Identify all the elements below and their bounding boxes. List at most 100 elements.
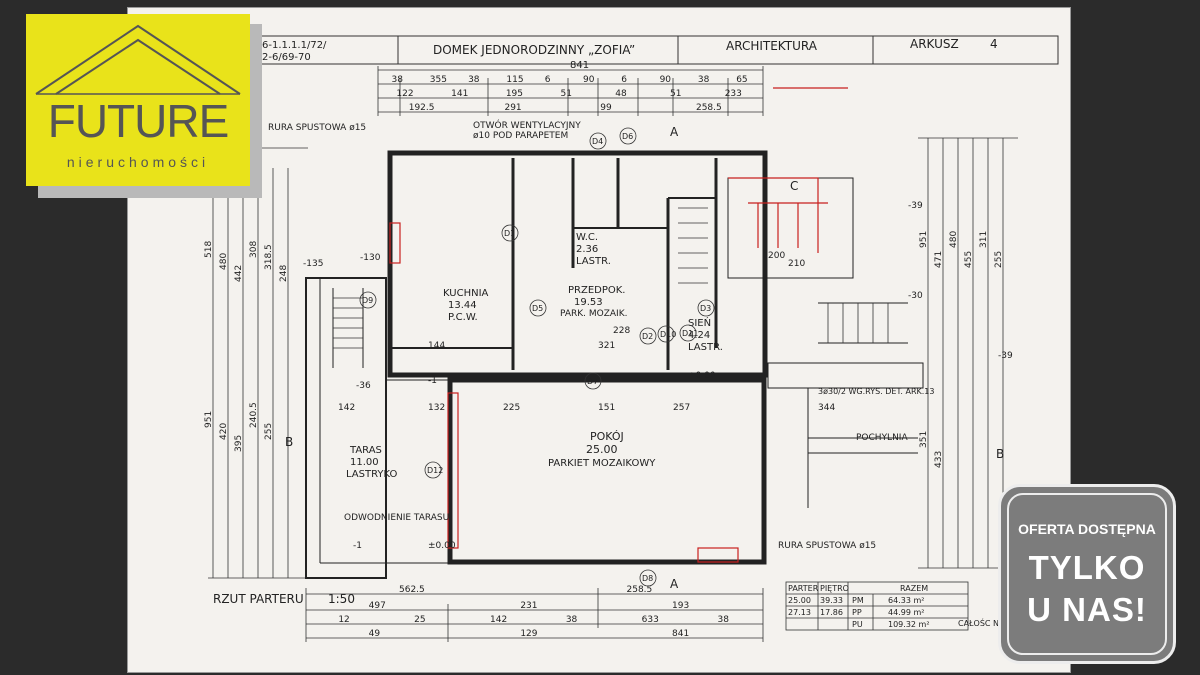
left-dim-value: 318.5 <box>264 244 274 270</box>
left-dim-value: 420 <box>219 423 229 440</box>
room-hall-floor: PARK. MOZAIK. <box>560 309 627 319</box>
area-table-header: PARTER <box>788 584 819 593</box>
top-dims-row-1-value: 90 <box>660 75 672 85</box>
left-dim-value: 255 <box>264 423 274 440</box>
top-dimension-lines <box>377 66 764 116</box>
inner-dim-value: 200 <box>768 251 785 261</box>
right-dim-value: 455 <box>964 251 974 268</box>
logo-word: FUTURE <box>47 95 230 147</box>
level-mark-value: -135 <box>303 259 323 269</box>
note-downpipe-top: RURA SPUSTOWA ø15 <box>268 123 366 133</box>
note-vent-1: OTWÓR WENTYLACYJNY <box>473 119 581 131</box>
door-mark-label: D4 <box>592 137 603 146</box>
left-dim-value: 480 <box>219 253 229 270</box>
right-dim-value: 255 <box>994 251 1004 268</box>
door-mark-label: D5 <box>532 304 543 313</box>
door-mark-label: D12 <box>427 466 443 475</box>
offer-badge: OFERTA DOSTĘPNA TYLKO U NAS! <box>998 484 1176 664</box>
section-mark-letter: A <box>670 125 679 139</box>
door-mark-circle <box>501 224 519 242</box>
note-stair-detail: 3ø30/2 WG.RYS. DET. ARK.13 <box>818 387 934 396</box>
top-dims-row-3-value: 99 <box>600 103 612 113</box>
area-table-cell: 25.00 <box>788 596 811 605</box>
inner-dim-value: 225 <box>503 403 520 413</box>
door-mark-circle <box>639 569 657 587</box>
room-labels: KUCHNIA 13.44 P.C.W. PRZEDPOK. 19.53 PAR… <box>346 232 723 480</box>
area-table-header: RAZEM <box>900 584 928 593</box>
future-logo: FUTURE nieruchomości <box>26 14 250 186</box>
room-living-floor: PARKIET MOZAIKOWY <box>548 458 656 469</box>
bottom-dimension-lines <box>305 588 764 642</box>
door-mark-circle <box>424 461 442 479</box>
top-dims-row-1-value: 38 <box>698 75 710 85</box>
door-mark-circle <box>639 327 657 345</box>
top-dims-row-3-value: 258.5 <box>696 103 722 113</box>
top-dims-row-2-value: 233 <box>725 89 742 99</box>
section-mark-letter: C <box>790 179 798 193</box>
top-dims-row-2-value: 51 <box>561 89 572 99</box>
room-wc-area: 2.36 <box>576 244 598 255</box>
left-dim-value: 395 <box>234 435 244 452</box>
area-table-cell: 17.86 <box>820 608 843 617</box>
room-wc-name: W.C. <box>576 232 598 243</box>
top-dims-row-1-value: 115 <box>506 75 523 85</box>
inner-dim-value: 210 <box>788 259 805 269</box>
sheet-number: 4 <box>990 37 998 51</box>
level-marks: ±0.00±0.00-1-1-36-130-135-39-30-39 <box>303 201 1013 551</box>
area-table-cell: PP <box>852 608 862 617</box>
bottom-dims-row-4-value: 129 <box>520 629 537 639</box>
badge-frame <box>1007 493 1167 655</box>
bottom-dims-row-2-value: 497 <box>369 601 386 611</box>
door-mark-circle <box>679 324 697 342</box>
door-mark-label: D6 <box>622 132 633 141</box>
door-mark-circle <box>619 127 637 145</box>
inner-dim-value: 142 <box>338 403 355 413</box>
top-dims-row-2-value: 48 <box>615 89 627 99</box>
top-dims-row-1-value: 355 <box>430 75 447 85</box>
bottom-dims-row-3-value: 38 <box>566 615 578 625</box>
bottom-dims-row-3-value: 38 <box>718 615 730 625</box>
note-total: CAŁOŚC N <box>958 617 999 628</box>
bottom-dims-row-1-value: 258.5 <box>627 585 653 595</box>
badge-line-3: U NAS! <box>1027 591 1147 628</box>
room-hall-name: PRZEDPOK. <box>568 285 626 296</box>
door-mark-label: D9 <box>362 296 373 305</box>
floor-plan-sheet: 6-1.1.1.1/72/ 2-6/69-70 DOMEK JEDNORODZI… <box>128 8 1070 672</box>
walls <box>305 150 924 579</box>
left-dim-value: 951 <box>204 411 214 428</box>
area-table-cell: 44.99 m² <box>888 608 924 617</box>
door-mark-circle <box>657 325 675 343</box>
room-living-area: 25.00 <box>586 443 618 456</box>
note-terrace-drain: ODWODNIENIE TARASU <box>344 513 449 523</box>
right-dim-value: 433 <box>934 451 944 468</box>
top-dims-row-1-value: 6 <box>621 75 627 85</box>
house-title: DOMEK JEDNORODZINNY „ZOFIA” <box>433 43 635 57</box>
bottom-dims-row-2-value: 193 <box>672 601 689 611</box>
discipline-label: ARCHITEKTURA <box>726 39 818 53</box>
door-mark-circle <box>589 132 607 150</box>
door-mark-label: D3 <box>700 304 711 313</box>
level-mark-value: -39 <box>998 351 1013 361</box>
bottom-dims-row-4-value: 49 <box>369 629 381 639</box>
top-dims-row-2-value: 141 <box>451 89 468 99</box>
door-mark-label: D2 <box>642 332 653 341</box>
right-dim-value: 480 <box>949 231 959 248</box>
area-table-cell: 64.33 m² <box>888 596 924 605</box>
top-dims-row-3-value: 291 <box>504 103 521 113</box>
note-downpipe-bottom: RURA SPUSTOWA ø15 <box>778 541 876 551</box>
area-table-cell: 109.32 m² <box>888 620 930 629</box>
level-mark-value: ±0.00 <box>428 541 456 551</box>
level-mark-value: -1 <box>428 376 437 386</box>
left-dim-value: 518 <box>204 241 214 258</box>
right-dim-value: 351 <box>919 431 929 448</box>
top-dims-row-2-value: 195 <box>506 89 523 99</box>
title-code-2: 2-6/69-70 <box>262 52 311 63</box>
